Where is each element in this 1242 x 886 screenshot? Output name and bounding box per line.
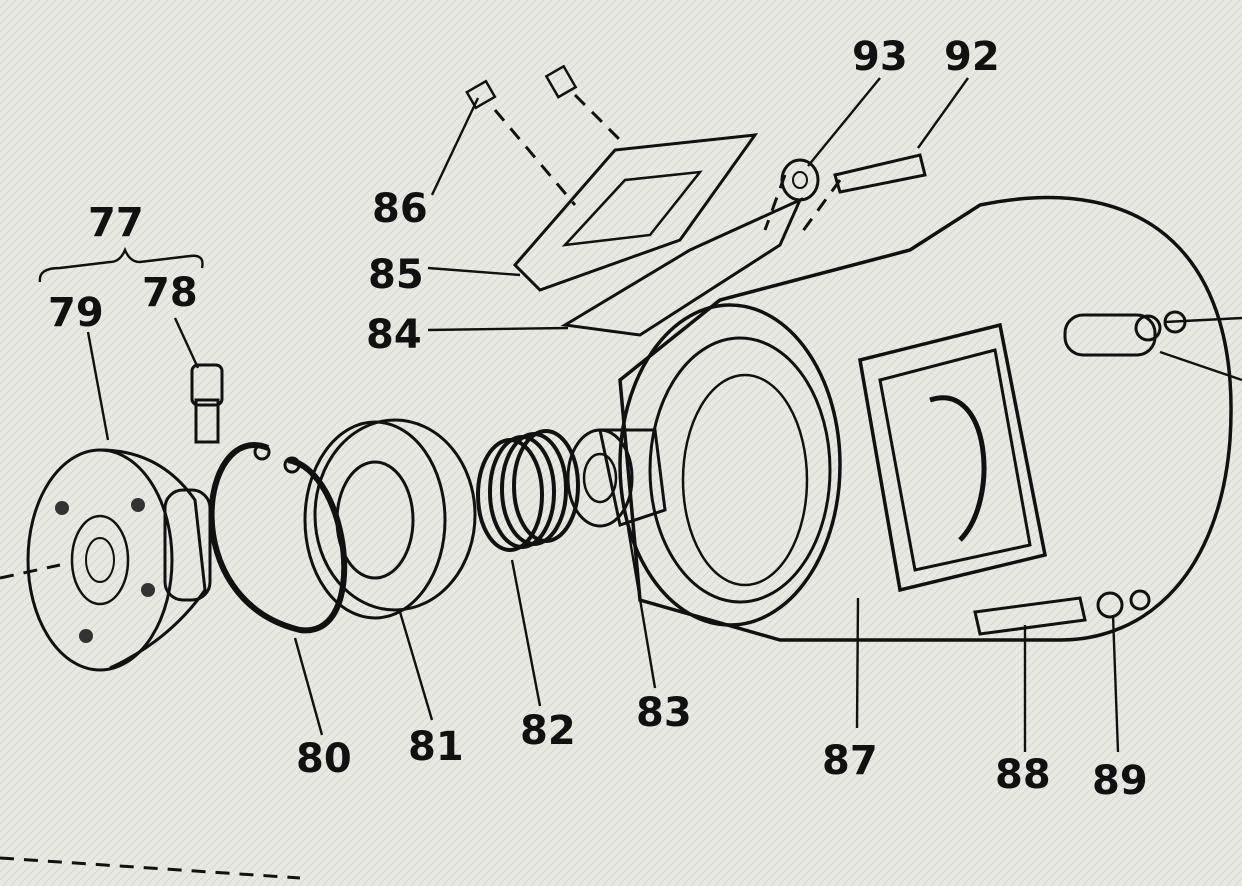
callout-86: 86 — [372, 186, 428, 232]
circlip-part-80 — [208, 442, 348, 634]
callout-79: 79 — [48, 290, 104, 336]
callout-78: 78 — [142, 270, 198, 316]
gasket-part-84 — [560, 197, 803, 337]
callout-89: 89 — [1092, 758, 1148, 804]
callout-88: 88 — [995, 752, 1051, 798]
cover-plate-part-85 — [512, 133, 759, 292]
stud-part-88 — [973, 596, 1087, 636]
callout-80: 80 — [296, 736, 352, 782]
callout-87: 87 — [822, 738, 878, 784]
spring-part-82 — [476, 429, 580, 552]
callout-82: 82 — [520, 708, 576, 754]
housing-part-87 — [618, 195, 1233, 642]
callout-92: 92 — [944, 34, 1000, 80]
callout-84: 84 — [366, 312, 422, 358]
callout-labels: 77 78 79 80 81 82 83 84 85 86 87 88 89 9… — [48, 34, 1148, 804]
callout-93: 93 — [852, 34, 908, 80]
washer-part-89 — [1096, 589, 1151, 619]
leader-lines — [38, 77, 1242, 753]
sleeve-part-83 — [566, 428, 667, 528]
flange-part-79 — [26, 448, 212, 672]
bolt-part-78 — [190, 363, 224, 444]
washer-part-93 — [780, 158, 820, 202]
seal-part-81 — [303, 418, 477, 620]
stud-part-92 — [833, 153, 927, 194]
callout-77: 77 — [88, 200, 144, 246]
callout-85: 85 — [368, 252, 424, 298]
screw-part-86 — [465, 64, 578, 110]
callout-83: 83 — [636, 690, 692, 736]
callout-81: 81 — [408, 724, 464, 770]
